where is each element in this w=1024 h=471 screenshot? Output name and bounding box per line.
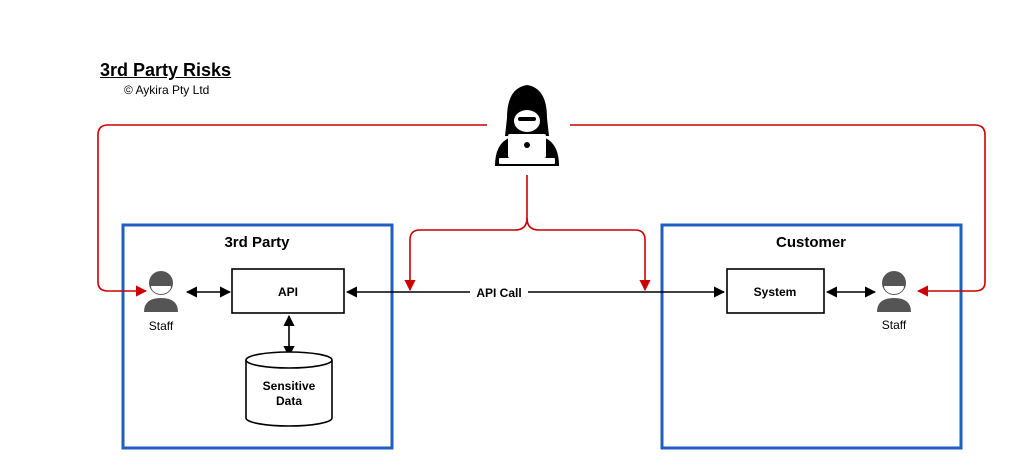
threat-paths [97, 124, 986, 297]
third-party-staff-user-icon [144, 271, 178, 312]
copyright-notice: © Aykira Pty Ltd [124, 83, 210, 97]
system-box-label: System [754, 285, 797, 299]
threat-line-down [404, 172, 528, 292]
api-call-label: API Call [476, 286, 521, 300]
api-box [231, 268, 345, 314]
third-party-title: 3rd Party [224, 234, 290, 251]
customer-staff-user-icon [877, 271, 911, 312]
sensitive-data-database: Sensitive Data [245, 351, 333, 427]
database-label-line1: Sensitive [263, 379, 316, 393]
api-box-label: API [278, 285, 298, 299]
third-party-boundary [121, 223, 394, 450]
customer-boundary [660, 223, 963, 450]
threat-line-to-3rd-party-staff [97, 124, 487, 297]
threat-line-down-right [526, 217, 651, 292]
api-call-label-bg [470, 283, 528, 301]
database-label-line2: Data [276, 394, 302, 408]
threat-line-to-customer-staff [570, 124, 986, 297]
third-party-staff-label: Staff [149, 319, 174, 333]
hacker-icon [489, 83, 565, 175]
customer-title: Customer [776, 234, 846, 251]
customer-staff-label: Staff [882, 318, 907, 332]
flow-paths [185, 286, 877, 358]
diagram-title: 3rd Party Risks [100, 60, 232, 80]
system-box [726, 268, 825, 314]
